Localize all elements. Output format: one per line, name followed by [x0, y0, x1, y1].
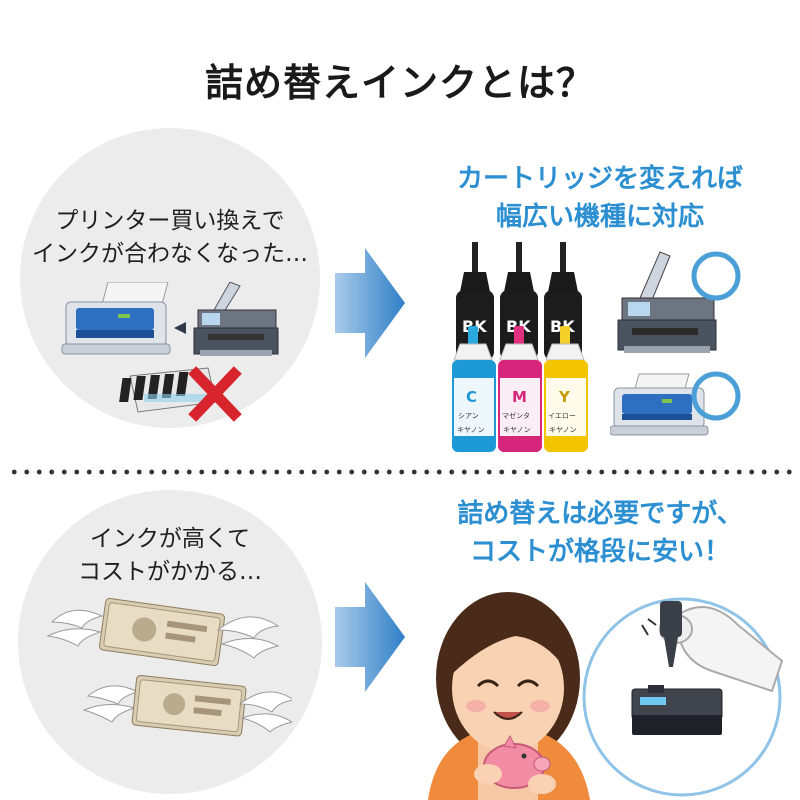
- bottle-name-magenta: マゼンタ: [502, 411, 530, 420]
- refill-process-illustration: [582, 597, 784, 797]
- bottle-letter-m: M: [512, 388, 527, 406]
- happy-woman-illustration: [428, 592, 590, 800]
- page-title: 詰め替えインクとは？: [204, 61, 595, 105]
- piggy-bank-icon: [474, 734, 556, 794]
- winged-banknote-icon: [82, 675, 292, 737]
- bottle-brand-y: キヤノン: [549, 426, 576, 434]
- bottle-name-yellow: イエロー: [548, 412, 576, 420]
- bottle-brand-c: キヤノン: [457, 426, 484, 434]
- cartridge-icon: [631, 685, 723, 735]
- yellow-ink-bottle: Y イエロー キヤノン: [544, 326, 588, 452]
- ink-cartridges-icon: [119, 367, 217, 413]
- bottle-letter-c: C: [466, 388, 477, 406]
- problem-2-line-2: コストがかかる…: [78, 559, 262, 585]
- problem-1-line-2: インクが合わなくなった…: [32, 241, 308, 267]
- inkjet-printer-icon: [610, 373, 709, 436]
- ink-bottle-nozzle-icon: [641, 601, 682, 667]
- transition-arrow-icon: [174, 322, 186, 334]
- problem-text-1: プリンター買い換えで インクが合わなくなった…: [20, 205, 320, 271]
- right-arrow-icon-1: [335, 248, 405, 358]
- problem-2-line-1: インクが高くて: [89, 526, 251, 552]
- bottle-letter-y: Y: [558, 388, 571, 406]
- printer-mismatch-illustration: [61, 282, 279, 422]
- winged-banknote-icon: [46, 597, 280, 667]
- new-printer-icon: [193, 282, 279, 356]
- bottle-name-cyan: シアン: [458, 412, 479, 420]
- compatible-printers-illustration: [610, 251, 741, 436]
- solution-heading-2: 詰め替えは必要ですが、 コストが格段に安い！: [400, 495, 800, 571]
- ink-bottles-illustration: BK BK BK C シアン キヤノン M マゼンタ キヤノン: [452, 242, 588, 452]
- multifunction-printer-icon: [617, 251, 717, 353]
- cross-icon: [188, 366, 242, 422]
- problem-1-line-1: プリンター買い換えで: [55, 208, 285, 234]
- cyan-ink-bottle: C シアン キヤノン: [452, 326, 496, 452]
- magenta-ink-bottle: M マゼンタ キヤノン: [498, 326, 542, 452]
- old-printer-icon: [61, 282, 171, 355]
- solution-2-line-1: 詰め替えは必要ですが、: [457, 499, 743, 529]
- solution-2-line-2: コストが格段に安い！: [469, 537, 730, 567]
- flying-money-illustration: [46, 597, 292, 737]
- solution-1-line-1: カートリッジを変えれば: [456, 164, 743, 194]
- problem-text-2: インクが高くて コストがかかる…: [18, 523, 322, 589]
- ok-circle-icon: [691, 251, 741, 301]
- bottle-brand-m: キヤノン: [503, 426, 530, 434]
- right-arrow-icon-2: [335, 582, 405, 692]
- ok-circle-icon: [691, 371, 741, 421]
- solution-1-line-2: 幅広い機種に対応: [495, 202, 704, 232]
- dotted-divider: [8, 469, 794, 475]
- solution-heading-1: カートリッジを変えれば 幅広い機種に対応: [400, 160, 800, 236]
